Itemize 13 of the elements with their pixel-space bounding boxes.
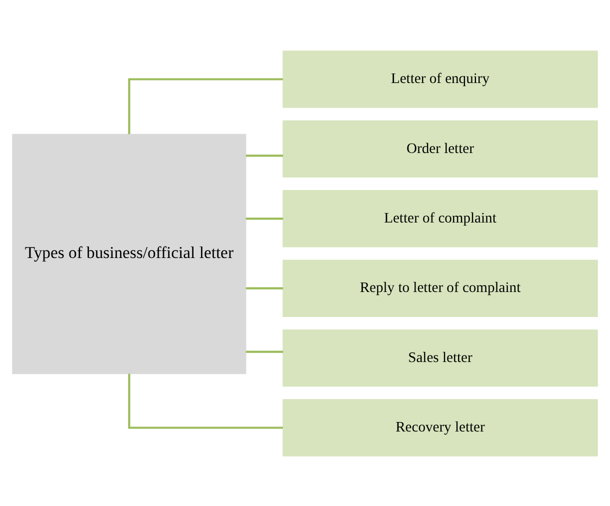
connector <box>246 217 284 220</box>
node-box: Sales letter <box>282 328 598 386</box>
connector <box>246 286 284 289</box>
node-box: Recovery letter <box>282 398 598 456</box>
node-box: Order letter <box>282 120 598 178</box>
node-box: Reply to letter of complaint <box>282 259 598 316</box>
connector <box>128 78 283 134</box>
connector <box>246 350 284 352</box>
node-box: Letter of complaint <box>282 190 598 247</box>
node-box: Types of business/official letter <box>12 133 246 374</box>
connector <box>128 373 283 428</box>
node-box: Letter of enquiry <box>282 50 598 108</box>
connector <box>246 154 284 156</box>
